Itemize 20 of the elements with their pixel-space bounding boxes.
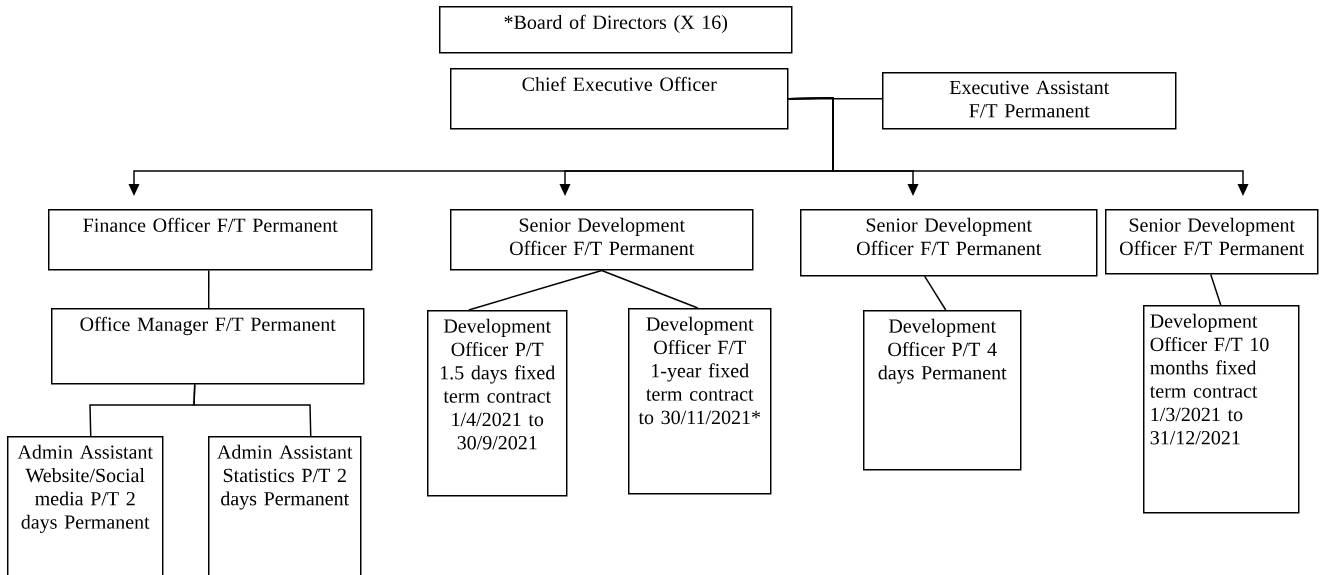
role-box: Chief Executive Officer: [450, 68, 789, 130]
connector-line: [193, 383, 312, 437]
connector-line: [924, 275, 947, 311]
board-box: *Board of Directors (X 16): [439, 6, 793, 54]
connector-line: [468, 269, 603, 311]
role-box: Development Officer F/T 1-year fixed term contract to 30/11/2021*: [628, 308, 772, 495]
role-box: Development Officer P/T 4 days Permanent: [863, 310, 1022, 471]
connector-line: [1210, 273, 1222, 306]
role-box: Executive Assistant F/T Permanent: [882, 72, 1177, 130]
role-box: Office Manager F/T Permanent: [51, 308, 365, 385]
role-box: Development Officer P/T 1.5 days fixed term contract 1/4/2021 to 30/9/2021: [427, 310, 568, 497]
role-box: Senior Development Officer F/T Permanent: [800, 209, 1098, 277]
role-box: Development Officer F/T 10 months fixed term contract 1/3/2021 to 31/12/2021: [1143, 305, 1300, 514]
role-box: Finance Officer F/T Permanent: [48, 209, 373, 271]
role-box: Admin Assistant Website/Social media P/T 2 days Permanent: [7, 436, 164, 575]
role-box: Admin Assistant Statistics P/T 2 days Permanent: [208, 436, 362, 575]
role-box: Senior Development Officer F/T Permanent: [1105, 209, 1319, 275]
connector-line: [601, 269, 699, 309]
role-box: Senior Development Officer F/T Permanent: [450, 209, 754, 271]
connector-line: [208, 269, 210, 309]
